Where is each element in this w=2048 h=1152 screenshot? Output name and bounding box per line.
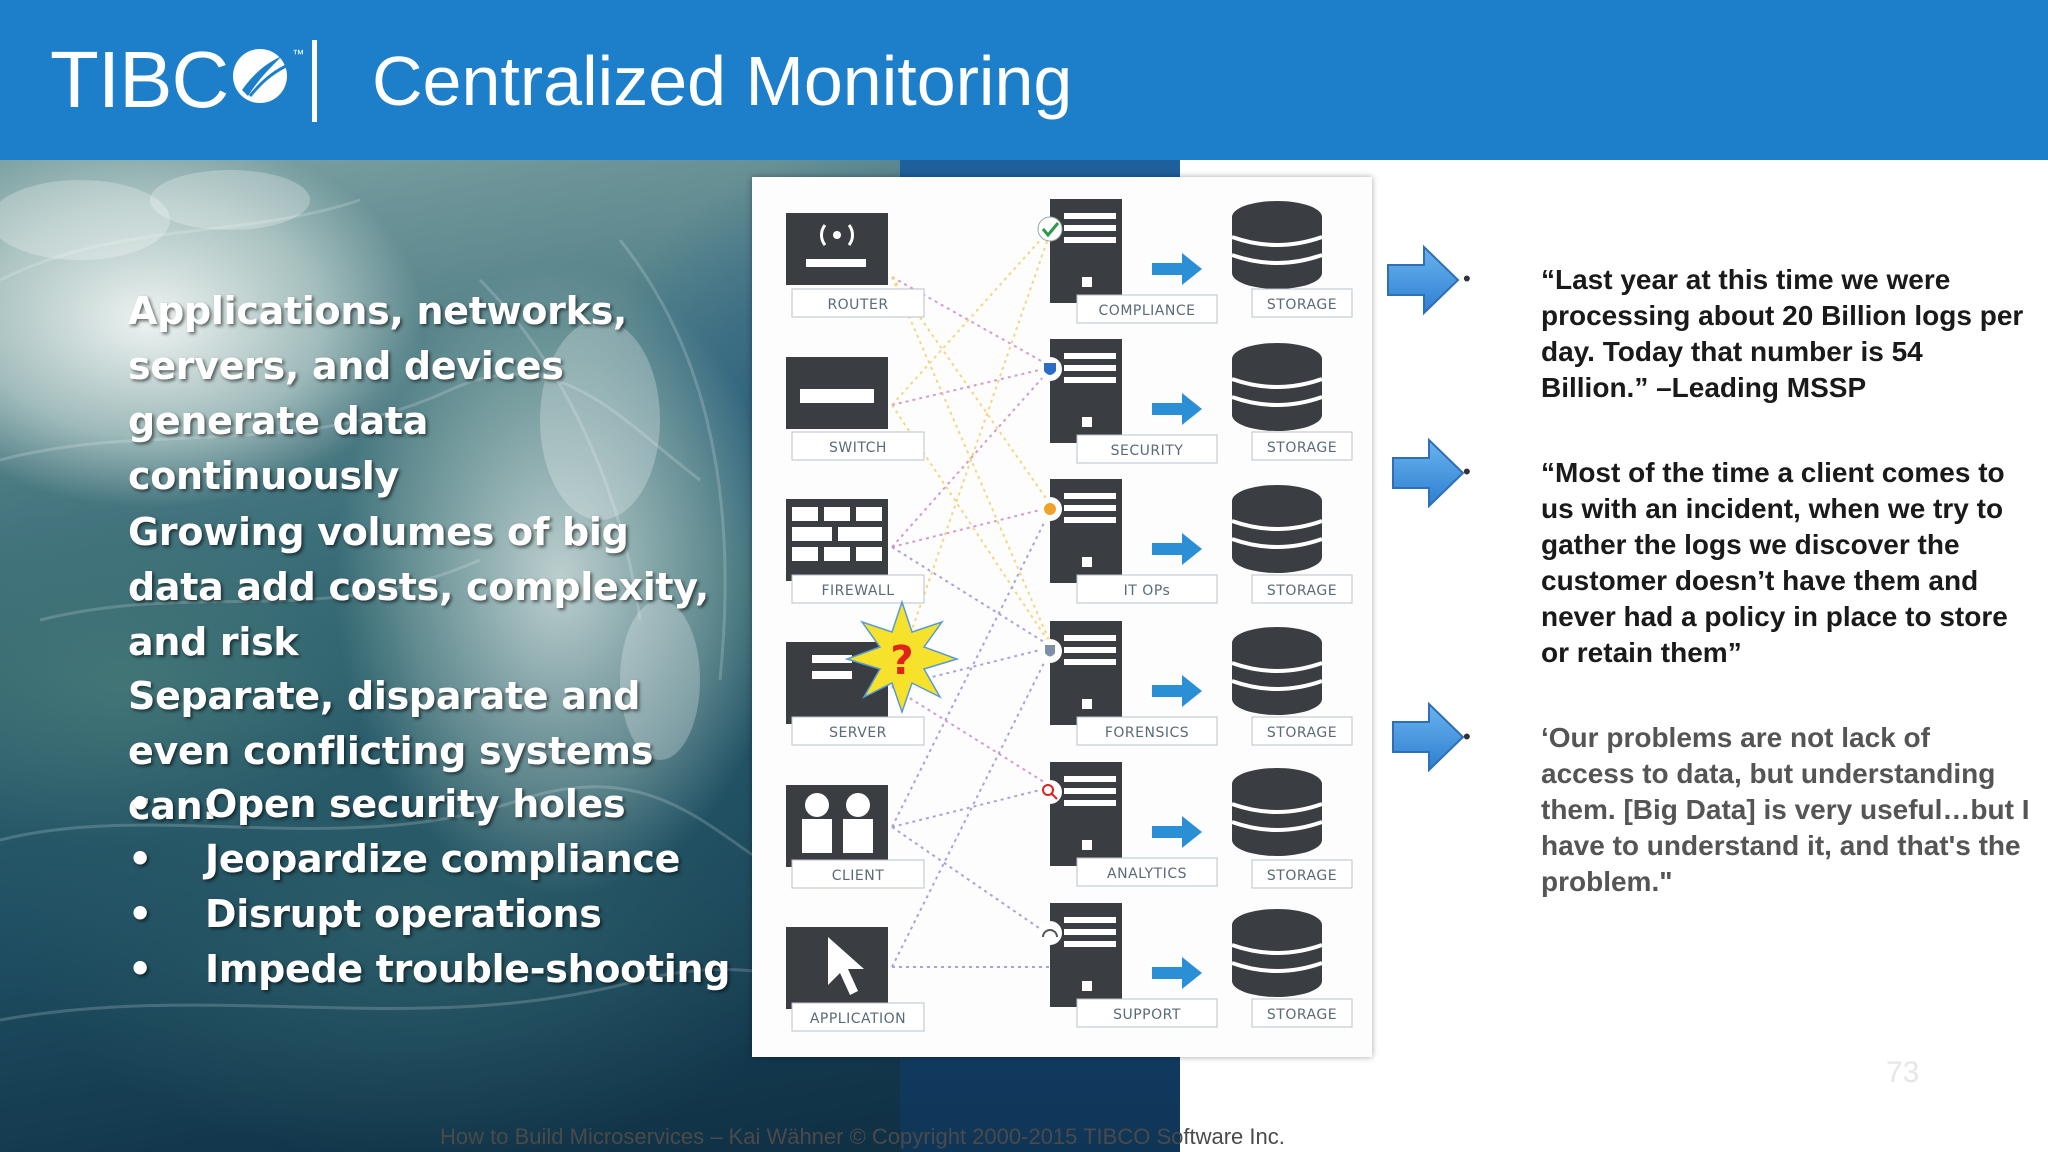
- trademark: ™: [292, 47, 305, 61]
- quote-bullet: •: [1463, 459, 1471, 484]
- security-server-icon: [1038, 339, 1122, 443]
- firewall-icon: [786, 499, 925, 604]
- consumer-label: IT OPs: [1124, 583, 1171, 599]
- quote-big-data: ‘Our problems are not lack of access to …: [1541, 722, 2030, 897]
- database-icon: [1231, 909, 1323, 997]
- forensics-server-icon: [1038, 621, 1122, 725]
- intro-paragraph: Applications, networks, servers, and dev…: [128, 289, 628, 498]
- source-label: SERVER: [829, 725, 887, 741]
- tibco-logo: TIBC ™: [50, 38, 304, 122]
- support-server-icon: [1038, 903, 1122, 1007]
- page-number: 73: [1886, 1056, 1920, 1089]
- consumer-label: SUPPORT: [1113, 1007, 1181, 1023]
- big-data-paragraph: Growing volumes of big data add costs, c…: [128, 510, 709, 664]
- bullet-item: Impede trouble-shooting: [128, 942, 730, 997]
- compliance-server-icon: [1037, 199, 1122, 303]
- quote-bullet: •: [1463, 724, 1471, 749]
- quote-mssp: “Last year at this time we were processi…: [1541, 264, 2024, 403]
- storage-label: STORAGE: [1267, 1007, 1337, 1023]
- monitoring-diagram: ROUTER SWITCH FIREWALL SERVER CLIENT APP…: [752, 177, 1372, 1057]
- database-icon: [1231, 201, 1323, 289]
- source-label: APPLICATION: [810, 1011, 906, 1027]
- arrow-right-icon: [1392, 437, 1465, 509]
- bullet-item: Open security holes: [128, 777, 730, 832]
- database-icon: [1231, 485, 1323, 573]
- consumer-label: COMPLIANCE: [1099, 303, 1196, 319]
- consumer-label: FORENSICS: [1105, 725, 1189, 741]
- arrow-right-icon: [1387, 244, 1460, 316]
- source-label: FIREWALL: [821, 583, 894, 599]
- footer-copyright: How to Build Microservices – Kai Wähner …: [440, 1124, 1285, 1149]
- database-icon: [1231, 627, 1323, 715]
- source-label: SWITCH: [829, 440, 887, 456]
- storage-arrows: [1152, 253, 1202, 989]
- arrow-right-icon: [1392, 701, 1465, 773]
- source-label: ROUTER: [827, 297, 888, 313]
- storage-label: STORAGE: [1267, 583, 1337, 599]
- application-icon: [786, 927, 925, 1032]
- storage-label: STORAGE: [1267, 297, 1337, 313]
- database-icon: [1231, 768, 1323, 856]
- consumer-label: ANALYTICS: [1107, 866, 1187, 882]
- client-icon: [786, 785, 925, 889]
- switch-icon: [786, 357, 925, 461]
- consumer-label: SECURITY: [1111, 443, 1184, 459]
- question-mark: ?: [890, 638, 913, 684]
- source-label: CLIENT: [832, 868, 885, 884]
- storage-db-icons: [1231, 201, 1323, 997]
- bullet-item: Jeopardize compliance: [128, 832, 730, 887]
- bullet-item: Disrupt operations: [128, 887, 730, 942]
- risk-bullet-list: Open security holes Jeopardize complianc…: [128, 777, 730, 997]
- storage-label: STORAGE: [1267, 868, 1337, 884]
- tibco-ball-icon: [233, 49, 288, 103]
- it-ops-server-icon: [1038, 479, 1122, 583]
- logo-text: TIBC: [50, 35, 229, 124]
- quote-bullet: •: [1463, 266, 1471, 291]
- storage-label: STORAGE: [1267, 725, 1337, 741]
- storage-label: STORAGE: [1267, 440, 1337, 456]
- header-divider: [312, 40, 317, 122]
- router-icon: [786, 213, 925, 318]
- header-bar: TIBC ™ Centralized Monitoring: [0, 0, 2048, 160]
- question-burst-icon: ?: [844, 599, 960, 715]
- consumer-servers: [1037, 199, 1122, 1007]
- analytics-server-icon: [1038, 762, 1122, 866]
- page-title: Centralized Monitoring: [372, 42, 1073, 120]
- database-icon: [1231, 343, 1323, 431]
- quote-client-incident: “Most of the time a client comes to us w…: [1541, 457, 2008, 668]
